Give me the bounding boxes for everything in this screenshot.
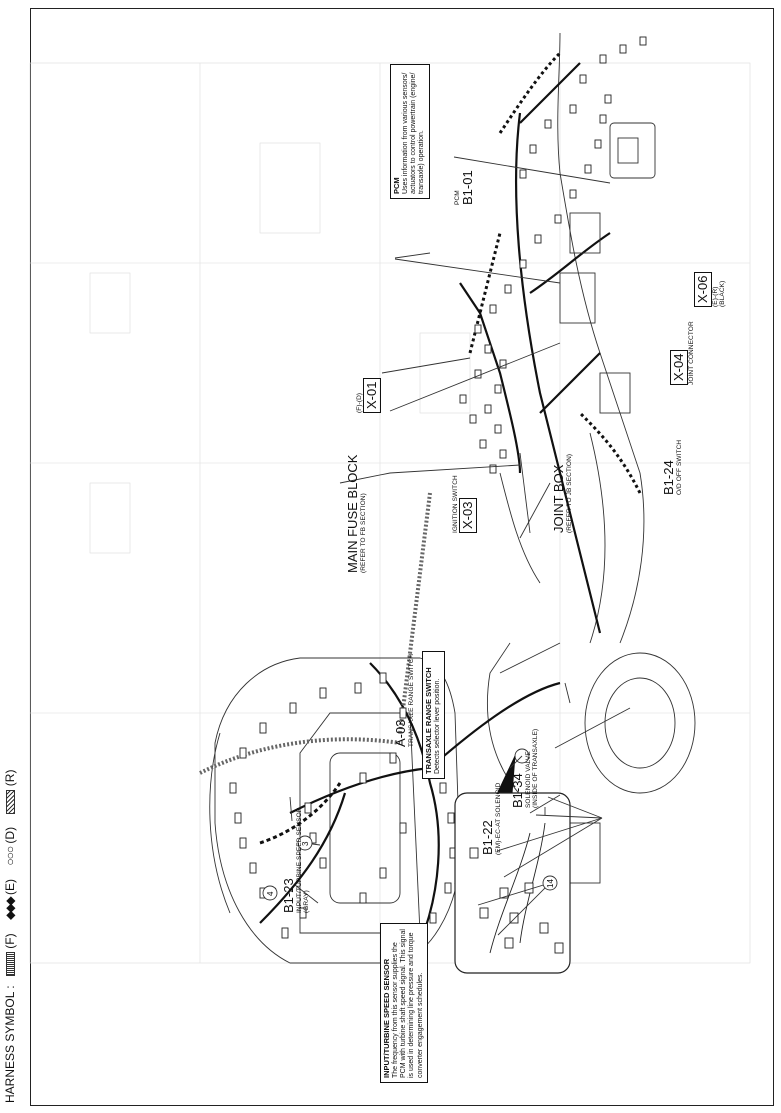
description-body: Uses information from various sensors/ a…: [401, 72, 426, 194]
callout-b1-23: B1-23 INPUT/TURBINE SPEED SENSOR (GRAY): [281, 807, 311, 913]
callout-extra: (BLACK): [719, 280, 727, 307]
circled-number-14: 14: [546, 879, 555, 888]
symbol-d-icon: ○○○: [3, 846, 17, 866]
callout-code: B1-01: [460, 170, 476, 205]
callout-name: (REFER TO JB SECTION): [566, 453, 574, 533]
harness-symbol-title: HARNESS SYMBOL :: [3, 985, 17, 1103]
symbol-d-code: (D): [3, 826, 17, 844]
description-pcm: PCM Uses information from various sensor…: [390, 64, 430, 199]
callout-name: (E)-(R): [712, 286, 720, 307]
symbol-r-icon: [6, 789, 16, 814]
callout-x-01: (F)-(D) X-01: [356, 377, 382, 413]
circled-number-3: 3: [301, 841, 310, 846]
callout-x-03: IGNITION SWITCH X-03: [452, 475, 478, 533]
callout-name: INPUT/TURBINE SPEED SENSOR: [296, 807, 304, 913]
callout-joint-box: JOINT BOX (REFER TO JB SECTION): [551, 453, 574, 533]
callout-extra: (INSIDE OF TRANSAXLE): [532, 728, 540, 808]
callout-b1-22: B1-22 (EM)-EC-AT SOLENOID: [480, 782, 503, 855]
callout-code: B1-34: [510, 773, 525, 808]
description-title: TRANSAXLE RANGE SWITCH: [424, 667, 433, 774]
callout-code: B1-22: [480, 820, 495, 855]
symbol-e-code: (E): [3, 879, 17, 896]
callout-name: (F)-(D): [356, 392, 363, 413]
callout-code: B1-23: [281, 878, 296, 913]
callout-b1-34: B1-34 SOLENOID VALVE (INSIDE OF TRANSAXL…: [510, 728, 540, 808]
callout-extra: (GRAY): [303, 890, 311, 913]
callout-code: JOINT BOX: [551, 464, 566, 533]
callout-code: A-03: [393, 719, 408, 747]
callout-name: SOLENOID VALVE: [525, 751, 533, 808]
callout-code: X-03: [459, 497, 478, 533]
symbol-e-icon: ◆◆◆: [3, 898, 17, 921]
callout-x-04: X-04 JOINT CONNECTOR: [670, 321, 695, 385]
callout-name: (REFER TO FB SECTION): [360, 493, 368, 573]
symbol-r-code: (R): [3, 769, 17, 787]
description-body: Detects selector lever position.: [433, 678, 441, 774]
description-body: The frequency from this sensor supplies …: [391, 929, 424, 1078]
callout-code: X-01: [363, 377, 382, 413]
callout-code: X-04: [670, 349, 689, 385]
description-title: INPUT/TURBINE SPEED SENSOR: [382, 958, 391, 1078]
callout-b1-01: PCM B1-01: [454, 170, 475, 205]
callout-code: MAIN FUSE BLOCK: [345, 454, 360, 573]
harness-symbol-legend: HARNESS SYMBOL : (F) ◆◆◆ (E) ○○○ (D) (R): [3, 769, 17, 1103]
page-border: [30, 8, 774, 1106]
circled-number-4: 4: [266, 891, 275, 896]
description-title: PCM: [392, 177, 401, 194]
callout-main-fuse-block: MAIN FUSE BLOCK (REFER TO FB SECTION): [345, 454, 368, 573]
callout-a-03: A-03 TRANSAXLE RANGE SWITCH: [393, 653, 416, 747]
description-input-turbine: INPUT/TURBINE SPEED SENSOR The frequency…: [380, 923, 428, 1083]
callout-b1-24: B1-24 O/D OFF SWITCH: [661, 439, 684, 495]
callout-name: IGNITION SWITCH: [452, 475, 459, 533]
callout-name: O/D OFF SWITCH: [676, 439, 684, 495]
callout-code: B1-24: [661, 460, 676, 495]
symbol-f-icon: [6, 952, 16, 977]
description-tr-switch: TRANSAXLE RANGE SWITCH Detects selector …: [422, 651, 446, 779]
callout-name: TRANSAXLE RANGE SWITCH: [408, 653, 416, 747]
callout-name: (EM)-EC-AT SOLENOID: [495, 782, 503, 855]
callout-name: JOINT CONNECTOR: [688, 321, 696, 385]
symbol-f-code: (F): [3, 933, 17, 949]
callout-code: X-06: [694, 271, 713, 307]
callout-x-06: X-06 (E)-(R) (BLACK): [694, 271, 727, 307]
